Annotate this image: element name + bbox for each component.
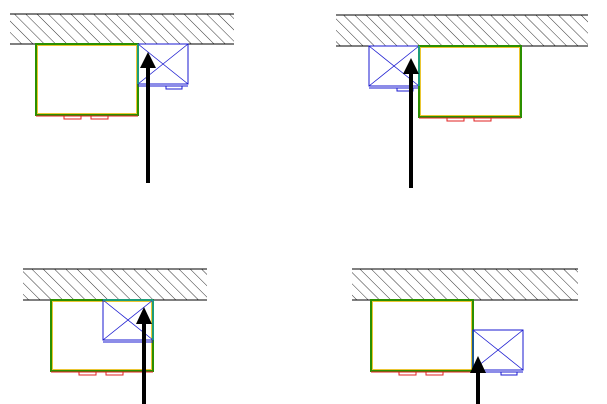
aux-box bbox=[368, 45, 420, 92]
foot-1 bbox=[78, 371, 97, 376]
panel-top-right bbox=[336, 14, 588, 188]
wall-block bbox=[336, 14, 588, 47]
wall-hatch bbox=[10, 14, 234, 44]
arrow-up-icon bbox=[136, 307, 152, 404]
panel-top-left bbox=[10, 13, 234, 183]
main-box bbox=[370, 299, 474, 376]
panel-bottom-right bbox=[352, 268, 578, 404]
main-box bbox=[35, 43, 139, 120]
wall-block bbox=[352, 268, 578, 301]
foot-2 bbox=[473, 117, 492, 122]
wall-block bbox=[23, 268, 207, 301]
foot-2 bbox=[425, 371, 444, 376]
aux-foot bbox=[165, 85, 183, 90]
main-box bbox=[50, 299, 154, 376]
wall-hatch bbox=[336, 15, 588, 46]
foot-2 bbox=[90, 115, 109, 120]
foot-1 bbox=[446, 117, 465, 122]
foot-1 bbox=[63, 115, 82, 120]
main-box bbox=[418, 45, 522, 122]
arrow-up-icon bbox=[470, 356, 486, 404]
arrow-up-icon bbox=[140, 52, 156, 183]
foot-1 bbox=[398, 371, 417, 376]
panel-bottom-left bbox=[23, 268, 207, 404]
arrow-up-icon bbox=[403, 58, 419, 188]
wall-block bbox=[10, 13, 234, 45]
foot-2 bbox=[105, 371, 124, 376]
wall-hatch bbox=[352, 269, 578, 300]
wall-hatch bbox=[23, 269, 207, 300]
aux-foot bbox=[500, 371, 518, 376]
